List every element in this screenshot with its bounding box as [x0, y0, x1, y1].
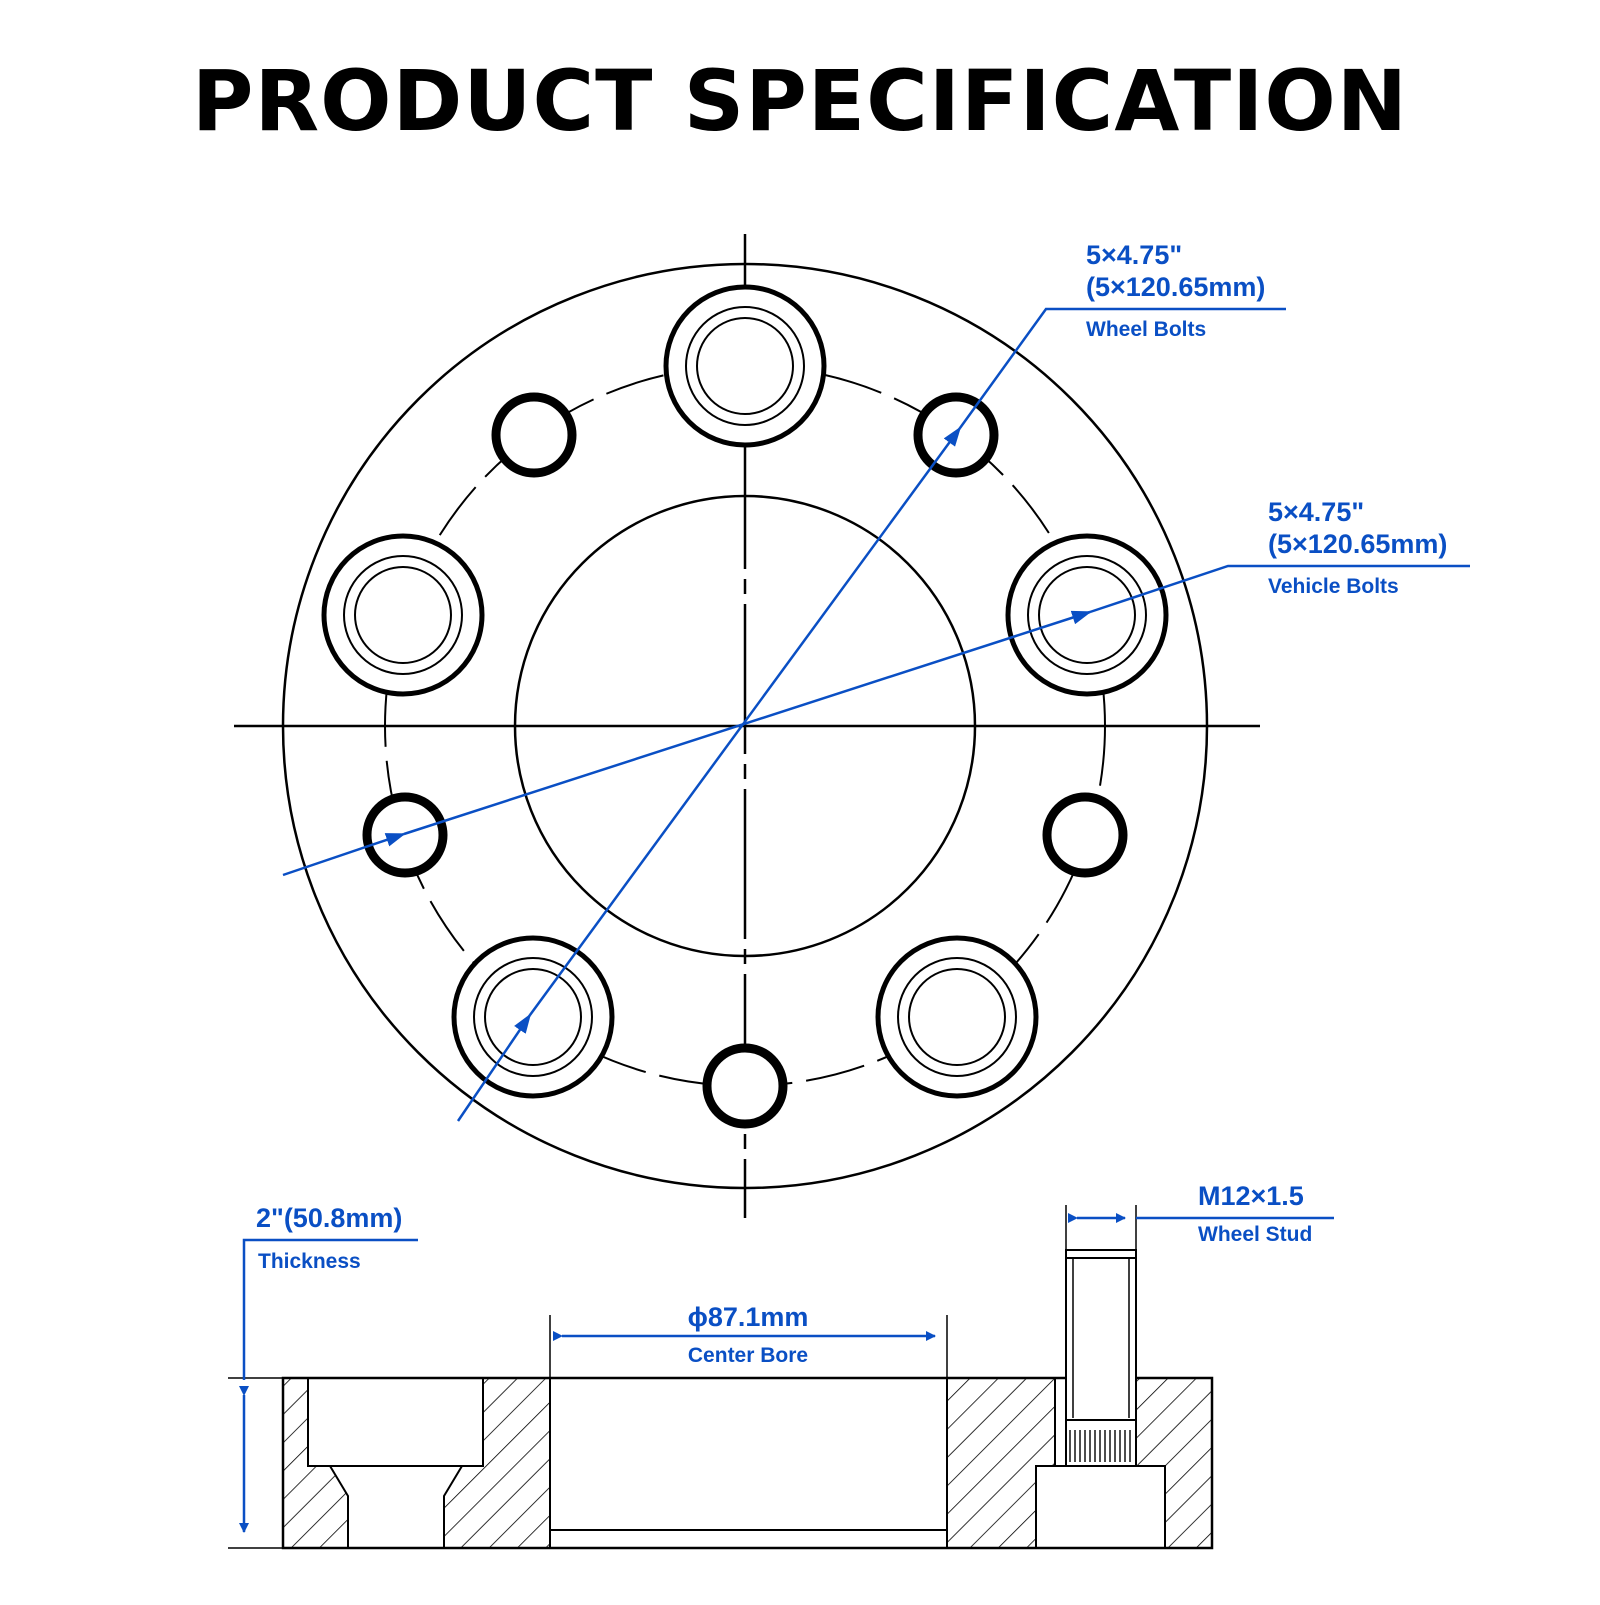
- vehicle-bolt-dimension-line-upper: [403, 610, 1092, 836]
- top-view: [234, 234, 1470, 1218]
- section-hatch-right-wall: [1133, 1377, 1213, 1549]
- wheel-bolts-metric: (5×120.65mm): [1086, 272, 1265, 302]
- section-view: [228, 1205, 1334, 1550]
- wheel-stud-value: M12×1.5: [1198, 1181, 1304, 1211]
- vehicle-bolt-hole-left: [362, 792, 448, 878]
- wheel-bolt-hole-bottom-right: [875, 935, 1039, 1099]
- vehicle-bolts-value: 5×4.75": [1268, 497, 1364, 527]
- thickness-label: Thickness: [258, 1250, 361, 1273]
- page-title: PRODUCT SPECIFICATION: [191, 52, 1409, 150]
- section-hatch-left-inner: [443, 1377, 551, 1549]
- wheel-bolt-dimension-line: [456, 1013, 532, 1122]
- center-bore-value: ϕ87.1mm: [688, 1302, 809, 1332]
- wheel-stud: [1065, 1249, 1137, 1467]
- wheel-bolts-value: 5×4.75": [1086, 240, 1182, 270]
- vehicle-bolts-metric: (5×120.65mm): [1268, 529, 1447, 559]
- wheel-bolt-dimension-line-upper: [528, 426, 962, 1016]
- vehicle-bolts-label: Vehicle Bolts: [1268, 575, 1399, 598]
- thickness-leader: [242, 1238, 418, 1380]
- wheel-bolt-hole-bottom-left: [451, 935, 615, 1099]
- wheel-bolts-label: Wheel Bolts: [1086, 318, 1206, 341]
- wheel-bolt-hole-top: [663, 284, 827, 448]
- wheel-bolt-leader: [958, 307, 1286, 429]
- section-hatch-left-wall: [282, 1377, 349, 1549]
- vehicle-bolt-hole-right: [1042, 792, 1128, 878]
- wheel-bolt-hole-left: [321, 533, 485, 697]
- wheel-bolt-hole-right: [1005, 533, 1169, 697]
- vehicle-bolt-leader: [1089, 564, 1470, 614]
- wheel-stud-label: Wheel Stud: [1198, 1223, 1312, 1246]
- center-bore-label: Center Bore: [688, 1344, 808, 1367]
- vehicle-bolt-hole-top-left: [491, 392, 577, 478]
- thickness-value: 2"(50.8mm): [256, 1203, 402, 1233]
- section-hatch-right-inner: [946, 1377, 1056, 1549]
- section-outline: [281, 1376, 1214, 1550]
- vehicle-bolt-hole-bottom: [702, 1043, 788, 1129]
- vehicle-bolt-dimension-line: [282, 832, 406, 877]
